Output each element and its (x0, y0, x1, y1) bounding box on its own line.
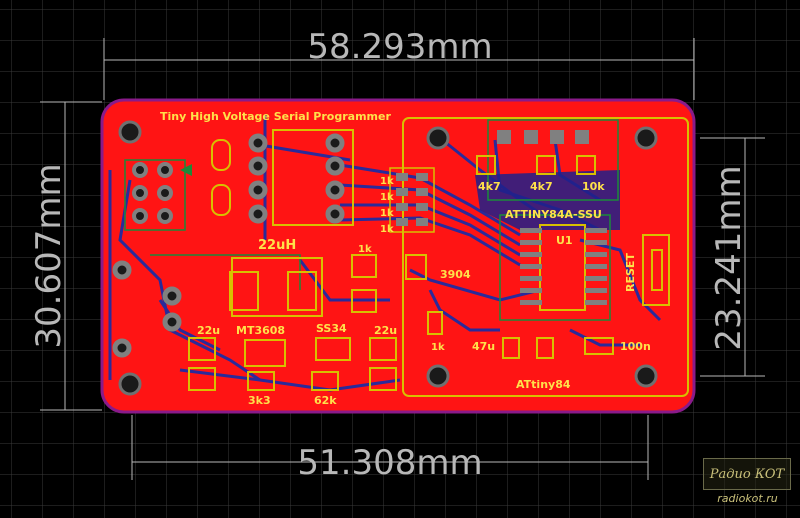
board-title: Tiny High Voltage Serial Programmer (160, 110, 391, 123)
res-1k-a-label: 1k (358, 244, 372, 255)
cap-47u-label: 47u (472, 340, 495, 353)
res-10k-label: 10k (582, 180, 605, 193)
dim-bottom-width: 51.308mm (297, 443, 482, 483)
cap-right-label: 22u (374, 324, 397, 337)
array-label-4: 1k (380, 224, 394, 235)
cap-left-label: 22u (197, 324, 220, 337)
transistor-label: 3904 (440, 268, 471, 281)
chip-pins (520, 228, 607, 305)
watermark-logo: Радио КОТ (703, 458, 791, 490)
reset-label: RESET (624, 253, 637, 292)
res-4k7-b-label: 4k7 (530, 180, 553, 193)
chip-ref: U1 (556, 234, 573, 247)
silkscreen-outlines (211, 117, 689, 397)
array-label-3: 1k (380, 208, 394, 219)
dim-top-width: 58.293mm (307, 27, 492, 67)
chip-label: ATTINY84A-SSU (505, 208, 602, 221)
smd-pads (188, 155, 614, 391)
pin1-marker (180, 164, 192, 176)
dim-left-height: 30.607mm (29, 163, 69, 348)
array-label-2: 1k (380, 192, 394, 203)
mounting-holes (118, 120, 658, 396)
socket-label: ATtiny84 (516, 378, 571, 391)
res-1k-b-label: 1k (431, 342, 445, 353)
inductor-label: 22uH (258, 238, 296, 253)
res-62k-label: 62k (314, 394, 337, 407)
watermark-url: radiokot.ru (717, 492, 778, 505)
header-pads (112, 133, 345, 358)
ic-label: MT3608 (236, 324, 285, 337)
diode-label: SS34 (316, 322, 347, 335)
courtyard-outlines (124, 119, 619, 321)
array-label-1: 1k (380, 176, 394, 187)
cap-100n-label: 100n (620, 340, 651, 353)
res-3k3-label: 3k3 (248, 394, 271, 407)
dimension-lines (40, 38, 765, 480)
isp-header-pads (132, 162, 173, 224)
dim-right-height: 23.241mm (709, 165, 749, 350)
top-resistor-pads (497, 130, 589, 144)
resistor-array-outline (389, 167, 435, 233)
res-4k7-a-label: 4k7 (478, 180, 501, 193)
resistor-array-pads (396, 173, 428, 226)
